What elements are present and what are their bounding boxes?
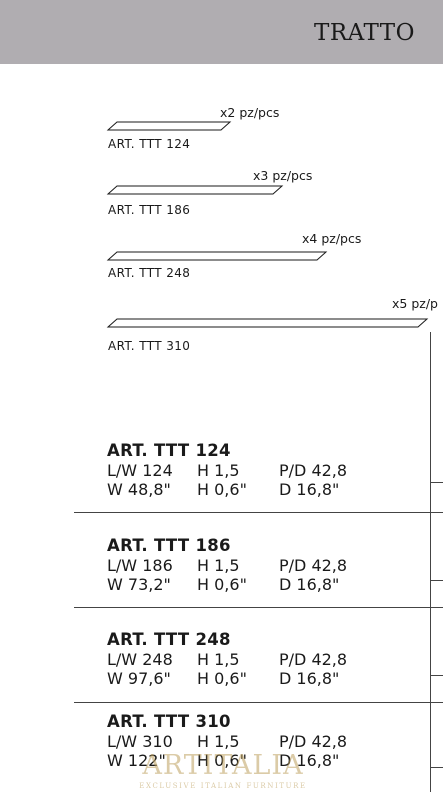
spec-length: L/W 124 — [107, 461, 173, 480]
rule-tick — [430, 767, 443, 768]
shelf-310-quantity: x5 pz/p — [392, 296, 438, 311]
rule-tick — [430, 482, 443, 483]
spec-width-in: W 48,8" — [107, 480, 171, 499]
spec-depth-in: D 16,8" — [279, 480, 340, 499]
shelf-186-quantity: x3 pz/pcs — [253, 168, 313, 183]
shelf-186-label: ART. TTT 186 — [108, 203, 191, 217]
rule-tick — [430, 580, 443, 581]
spec-height-in: H 0,6" — [197, 669, 247, 688]
shelf-diagram — [106, 121, 429, 328]
spec-depth-in: D 16,8" — [279, 669, 340, 688]
shelf-310-label: ART. TTT 310 — [108, 339, 191, 353]
shelf-124-drawing — [106, 121, 232, 131]
spec-block-186: ART. TTT 186 L/W 186 H 1,5 P/D 42,8 W 73… — [107, 536, 407, 594]
rule-tick — [430, 675, 443, 676]
watermark-subtitle: EXCLUSIVE ITALIAN FURNITURE — [139, 782, 307, 790]
spec-width-in: W 122" — [107, 751, 166, 770]
spec-block-310: ART. TTT 310 L/W 310 H 1,5 P/D 42,8 W 12… — [107, 712, 407, 770]
spec-width-in: W 97,6" — [107, 669, 171, 688]
spec-height: H 1,5 — [197, 732, 240, 751]
watermark-text: ARTITALIA — [142, 750, 304, 781]
watermark-logo: ARTITALIA EXCLUSIVE ITALIAN FURNITURE — [118, 750, 328, 791]
spec-depth: P/D 42,8 — [279, 461, 348, 480]
shelf-248-quantity: x4 pz/pcs — [302, 231, 362, 246]
spec-title: ART. TTT 186 — [107, 536, 231, 555]
spec-row-metric: L/W 310 H 1,5 P/D 42,8 — [107, 732, 407, 751]
spec-height: H 1,5 — [197, 650, 240, 669]
spec-depth: P/D 42,8 — [279, 556, 348, 575]
header-bar: TRATTO — [0, 0, 443, 64]
spec-row-metric: L/W 186 H 1,5 P/D 42,8 — [107, 556, 407, 575]
spec-length: L/W 186 — [107, 556, 173, 575]
spec-height: H 1,5 — [197, 556, 240, 575]
shelf-124-quantity: x2 pz/pcs — [220, 105, 280, 120]
spec-title: ART. TTT 310 — [107, 712, 231, 731]
spec-width-in: W 73,2" — [107, 575, 171, 594]
spec-depth: P/D 42,8 — [279, 650, 348, 669]
shelf-124-label: ART. TTT 124 — [108, 137, 191, 151]
spec-block-124: ART. TTT 124 L/W 124 H 1,5 P/D 42,8 W 48… — [107, 441, 407, 499]
spec-row-imperial: W 48,8" H 0,6" D 16,8" — [107, 480, 407, 499]
section-divider — [74, 512, 443, 513]
shelf-248-label: ART. TTT 248 — [108, 266, 191, 280]
spec-title: ART. TTT 248 — [107, 630, 231, 649]
spec-row-imperial: W 73,2" H 0,6" D 16,8" — [107, 575, 407, 594]
spec-row-metric: L/W 124 H 1,5 P/D 42,8 — [107, 461, 407, 480]
shelf-186-drawing — [106, 185, 284, 195]
section-divider — [74, 702, 443, 703]
spec-row-metric: L/W 248 H 1,5 P/D 42,8 — [107, 650, 407, 669]
section-divider — [74, 607, 443, 608]
spec-block-248: ART. TTT 248 L/W 248 H 1,5 P/D 42,8 W 97… — [107, 630, 407, 688]
spec-title: ART. TTT 124 — [107, 441, 231, 460]
shelf-310-drawing — [106, 318, 429, 328]
page-title: TRATTO — [314, 20, 415, 46]
spec-row-imperial: W 97,6" H 0,6" D 16,8" — [107, 669, 407, 688]
spec-depth-in: D 16,8" — [279, 575, 340, 594]
spec-length: L/W 248 — [107, 650, 173, 669]
spec-length: L/W 310 — [107, 732, 173, 751]
spec-height: H 1,5 — [197, 461, 240, 480]
spec-height-in: H 0,6" — [197, 480, 247, 499]
spec-height-in: H 0,6" — [197, 575, 247, 594]
spec-height-in: H 0,6" — [197, 751, 247, 770]
spec-row-imperial: W 122" H 0,6" D 16,8" — [107, 751, 407, 770]
spec-depth-in: D 16,8" — [279, 751, 340, 770]
shelf-248-drawing — [106, 251, 328, 261]
right-vertical-rule — [430, 332, 431, 792]
spec-depth: P/D 42,8 — [279, 732, 348, 751]
